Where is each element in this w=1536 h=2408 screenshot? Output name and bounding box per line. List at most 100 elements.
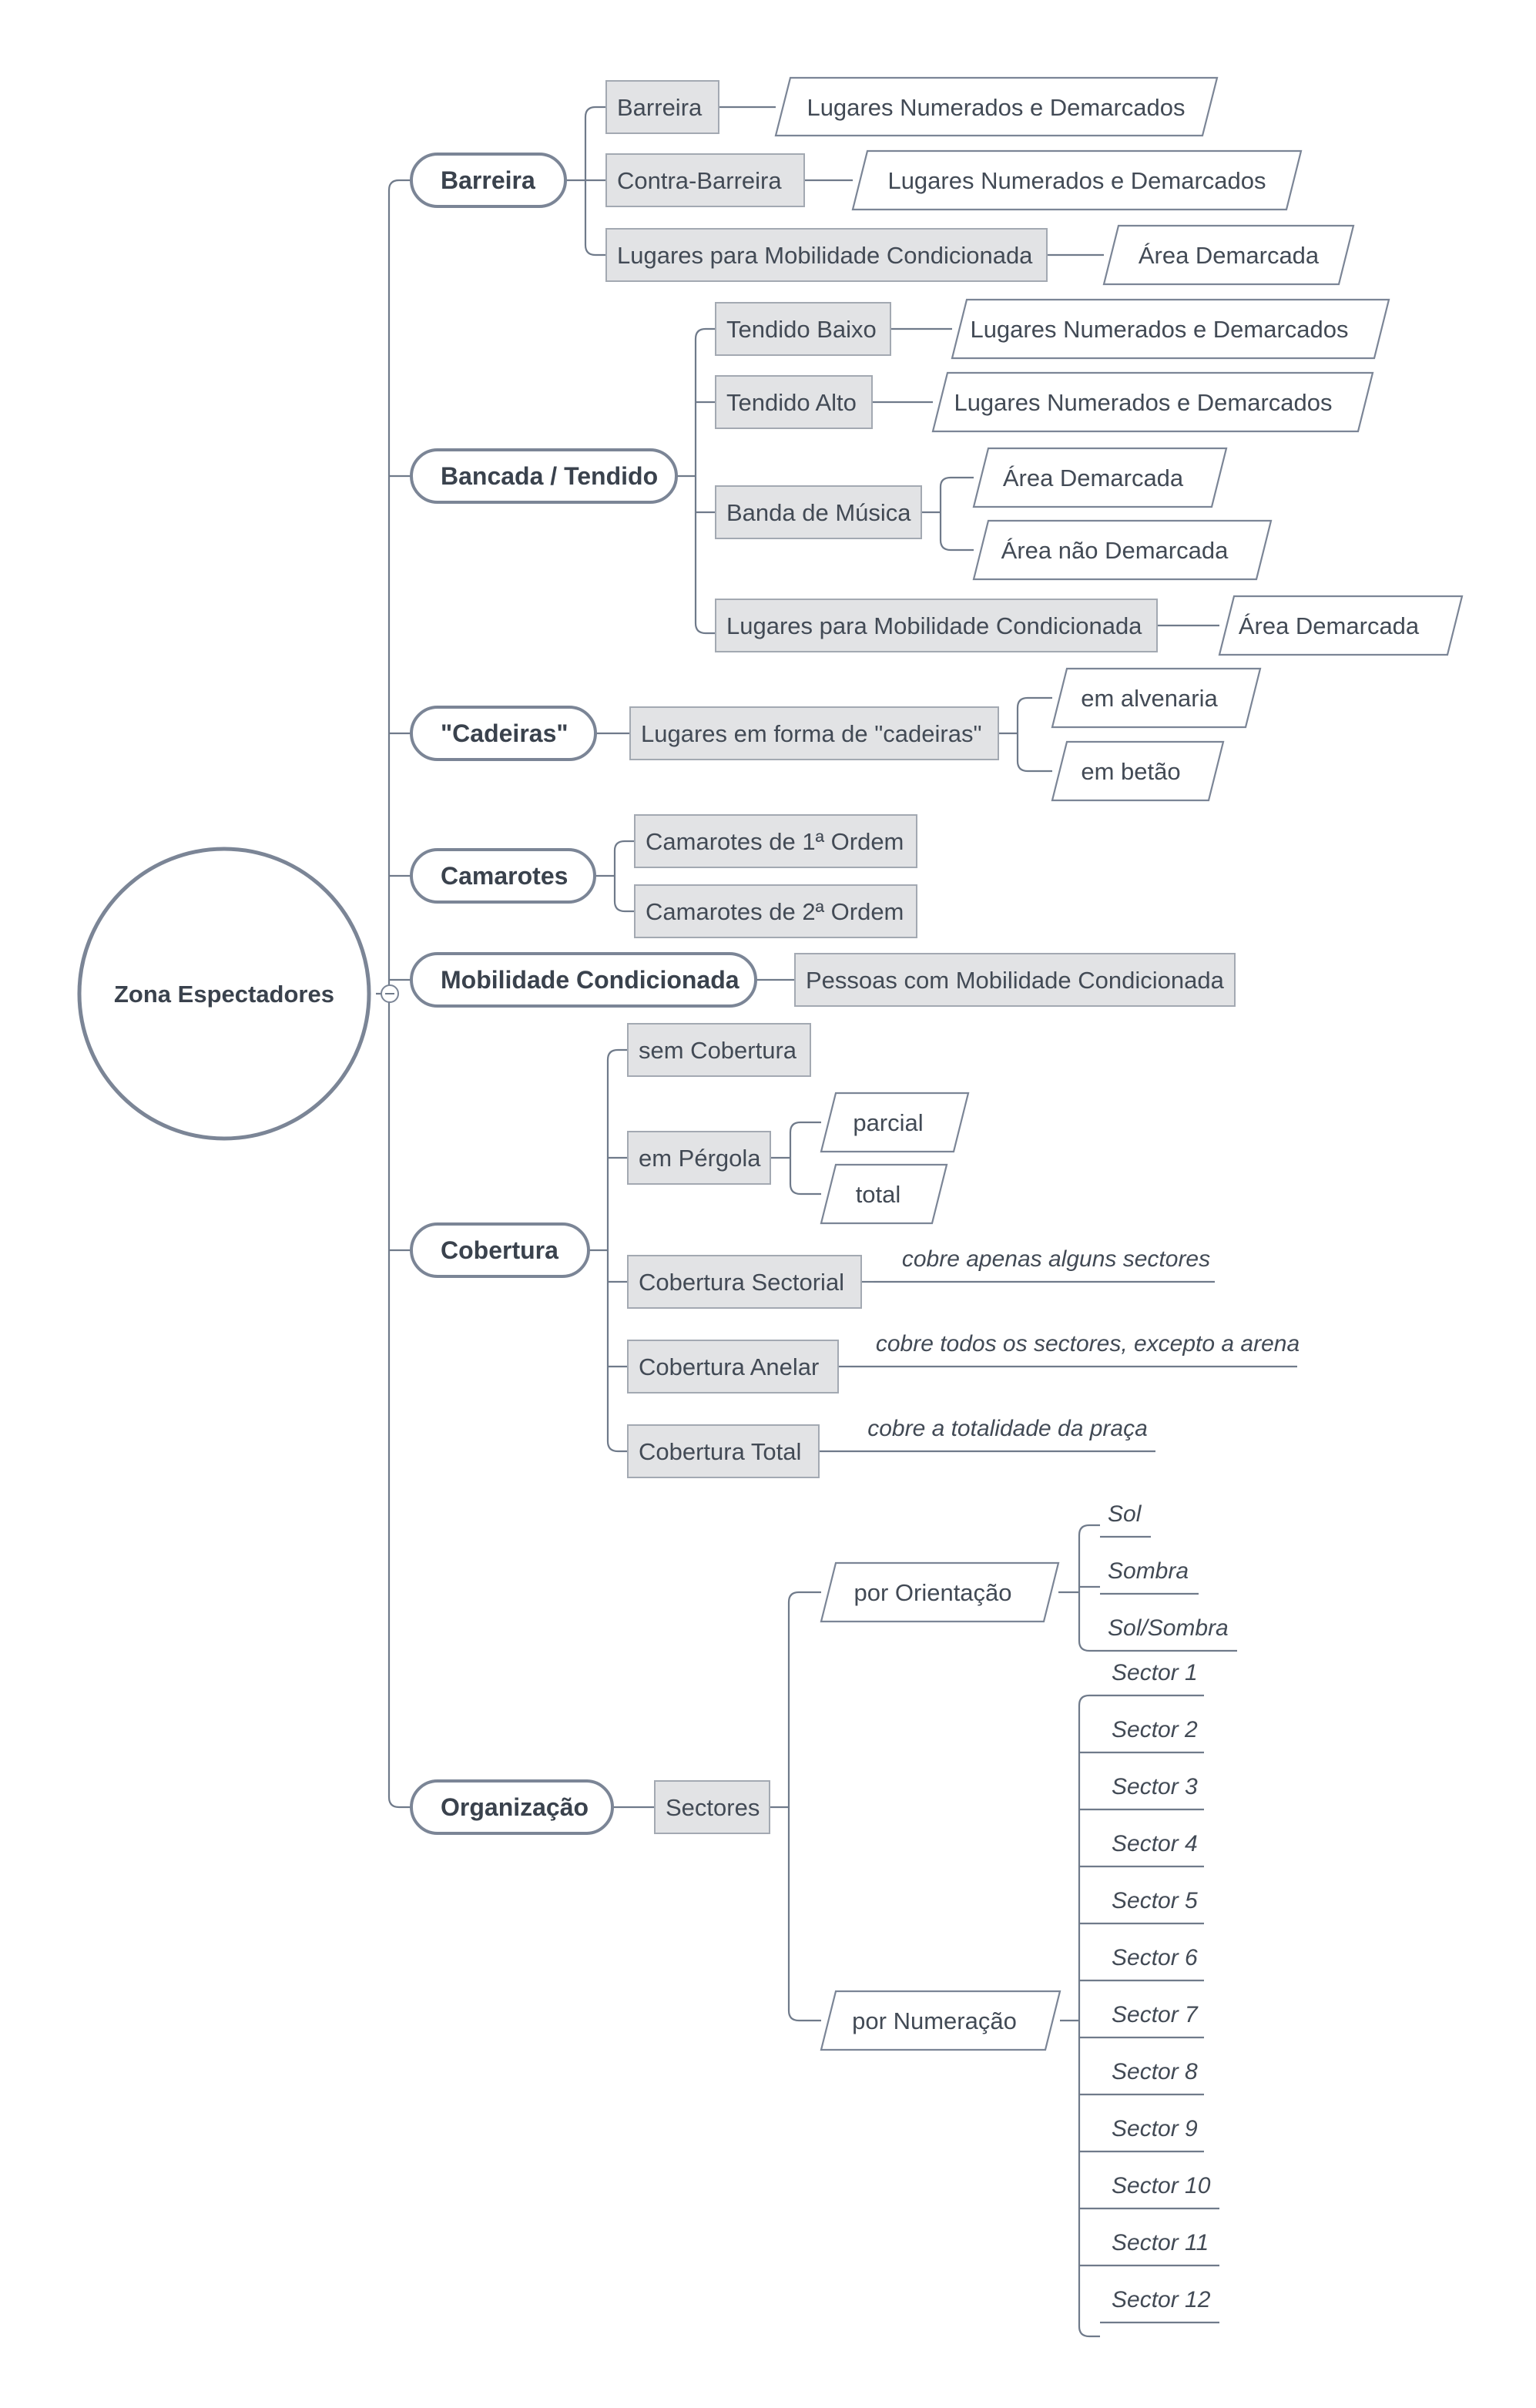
node-sectores[interactable]: Sectores [654,1780,770,1834]
leaf-label: Lugares Numerados e Demarcados [954,389,1332,416]
leaf-em-betao[interactable]: em betão [1051,740,1225,802]
sector-item[interactable]: Sector 5 [1079,1888,1204,1925]
node-label: Sectores [666,1794,760,1821]
node-camarotes-1-ordem[interactable]: Camarotes de 1ª Ordem [634,814,917,868]
leaf-banda-area-demarcada[interactable]: Área Demarcada [972,447,1228,508]
leaf-label: Lugares Numerados e Demarcados [807,94,1185,121]
item-label: Sector 3 [1112,1774,1198,1799]
branch-label: Organização [441,1793,589,1821]
sector-items: Sector 1 Sector 2 Sector 3 Sector 4 Sector 5… [1079,1660,1219,2324]
node-label: Contra-Barreira [617,167,782,194]
root-node[interactable]: Zona Espectadores [77,847,371,1141]
node-label: Camarotes de 2ª Ordem [646,898,904,925]
node-tendido-baixo[interactable]: Tendido Baixo [715,302,891,356]
branch-cobertura[interactable]: Cobertura [410,1222,590,1278]
sector-item[interactable]: Sector 7 [1079,2002,1204,2039]
branch-label: "Cadeiras" [441,719,568,747]
node-sem-cobertura[interactable]: sem Cobertura [627,1023,811,1077]
root-label: Zona Espectadores [114,981,334,1008]
collapse-toggle[interactable] [381,984,399,1003]
node-barreira[interactable]: Barreira [605,80,719,134]
note-cobertura-total: cobre a totalidade da praça [837,1416,1155,1453]
branch-cadeiras[interactable]: "Cadeiras" [410,706,597,761]
group-label: por Numeração [852,2007,1017,2034]
leaf-label: Área não Demarcada [1001,537,1229,564]
sector-item[interactable]: Sector 9 [1079,2116,1204,2153]
item-label: Sector 7 [1112,2002,1199,2027]
node-label: Camarotes de 1ª Ordem [646,828,904,855]
item-label: Sector 5 [1112,1888,1198,1913]
leaf-label: em betão [1081,758,1180,785]
node-em-pergola[interactable]: em Pérgola [627,1131,771,1185]
leaf-tendido-alto-lugares-numerados[interactable]: Lugares Numerados e Demarcados [931,371,1374,433]
branch-bancada-tendido[interactable]: Bancada / Tendido [410,448,678,504]
node-cobertura-anelar[interactable]: Cobertura Anelar [627,1340,839,1393]
leaf-label: Área Demarcada [1139,242,1320,269]
sector-item[interactable]: Sector 2 [1079,1717,1204,1754]
node-cobertura-total[interactable]: Cobertura Total [627,1424,820,1478]
note-text: cobre a totalidade da praça [867,1416,1148,1441]
orientation-item-sol-sombra[interactable]: Sol/Sombra [1100,1615,1237,1652]
leaf-tendido-baixo-lugares-numerados[interactable]: Lugares Numerados e Demarcados [951,298,1390,360]
item-label: Sol/Sombra [1108,1615,1229,1641]
node-tendido-alto[interactable]: Tendido Alto [715,375,873,429]
leaf-banda-area-nao-demarcada[interactable]: Área não Demarcada [972,519,1273,581]
sector-item[interactable]: Sector 3 [1079,1774,1204,1811]
branch-label: Camarotes [441,862,568,890]
branch-label: Cobertura [441,1236,558,1264]
sector-item[interactable]: Sector 6 [1079,1945,1204,1982]
node-label: Lugares para Mobilidade Condicionada [726,612,1142,639]
orientation-item-sombra[interactable]: Sombra [1100,1558,1199,1595]
node-lugares-mobilidade-bancada[interactable]: Lugares para Mobilidade Condicionada [715,599,1158,652]
sector-item[interactable]: Sector 11 [1079,2230,1219,2267]
group-por-numeracao[interactable]: por Numeração [820,1990,1061,2051]
branch-organizacao[interactable]: Organização [410,1779,614,1835]
node-camarotes-2-ordem[interactable]: Camarotes de 2ª Ordem [634,884,917,938]
node-label: Barreira [617,94,703,121]
node-label: Lugares para Mobilidade Condicionada [617,242,1033,269]
item-label: Sombra [1108,1558,1189,1584]
node-label: Cobertura Anelar [639,1353,819,1380]
leaf-pergola-parcial[interactable]: parcial [820,1092,970,1153]
sector-item[interactable]: Sector 8 [1079,2059,1204,2096]
sector-item[interactable]: Sector 1 [1100,1660,1204,1697]
branch-barreira[interactable]: Barreira [410,153,567,208]
branch-mobilidade-condicionada[interactable]: Mobilidade Condicionada [410,952,757,1008]
node-label: em Pérgola [639,1145,761,1172]
node-cobertura-sectorial[interactable]: Cobertura Sectorial [627,1255,862,1309]
branch-camarotes[interactable]: Camarotes [410,848,596,904]
leaf-barreira-lugares-numerados[interactable]: Lugares Numerados e Demarcados [774,76,1219,137]
sector-item[interactable]: Sector 10 [1079,2173,1219,2210]
leaf-bancada-area-demarcada[interactable]: Área Demarcada [1218,595,1464,656]
connector-lines [376,106,1219,2338]
note-cobertura-sectorial: cobre apenas alguns sectores [874,1246,1215,1283]
leaf-label: Área Demarcada [1003,464,1184,491]
item-label: Sector 10 [1112,2173,1211,2198]
leaf-pergola-total[interactable]: total [820,1163,948,1225]
note-cobertura-anelar: cobre todos os sectores, excepto a arena [850,1331,1300,1368]
node-lugares-mobilidade-barreira[interactable]: Lugares para Mobilidade Condicionada [605,228,1048,282]
group-label: por Orientação [854,1579,1011,1606]
node-lugares-cadeiras[interactable]: Lugares em forma de "cadeiras" [629,706,999,760]
leaf-label: Área Demarcada [1239,612,1420,639]
node-pessoas-mobilidade[interactable]: Pessoas com Mobilidade Condicionada [794,953,1236,1007]
leaf-contra-barreira-lugares-numerados[interactable]: Lugares Numerados e Demarcados [851,149,1303,211]
item-label: Sector 9 [1112,2116,1198,2141]
leaf-label: Lugares Numerados e Demarcados [970,316,1348,343]
branch-label: Mobilidade Condicionada [441,966,739,994]
sector-item[interactable]: Sector 12 [1100,2287,1219,2324]
node-label: Pessoas com Mobilidade Condicionada [806,967,1225,994]
leaf-label: parcial [853,1109,923,1136]
leaf-label: total [856,1181,901,1208]
sector-item[interactable]: Sector 4 [1079,1831,1204,1868]
node-contra-barreira[interactable]: Contra-Barreira [605,153,805,207]
node-label: Cobertura Total [639,1438,801,1465]
leaf-barreira-area-demarcada[interactable]: Área Demarcada [1102,224,1355,286]
node-label: Cobertura Sectorial [639,1269,844,1296]
leaf-label: Lugares Numerados e Demarcados [887,167,1266,194]
node-banda-de-musica[interactable]: Banda de Música [715,485,922,539]
node-label: Banda de Música [726,499,911,526]
orientation-item-sol[interactable]: Sol [1100,1501,1151,1538]
leaf-em-alvenaria[interactable]: em alvenaria [1051,667,1262,729]
group-por-orientacao[interactable]: por Orientação [820,1561,1060,1623]
